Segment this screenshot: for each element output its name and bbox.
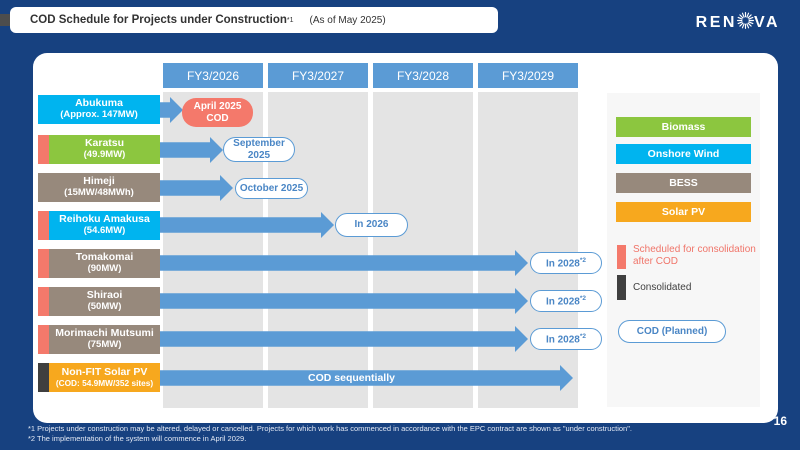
project-capacity: (75MW) [87, 339, 122, 351]
logo-text-left: REN [695, 14, 737, 31]
column-header-fy2028: FY3/2028 [373, 63, 473, 88]
consolidated-strip-nonfit [38, 363, 49, 392]
project-name: Himeji [83, 175, 115, 188]
project-capacity: (15MW/48MWh) [64, 187, 134, 199]
cod-pill-morimachi: In 2028*2 [530, 328, 602, 350]
project-label-reihoku-amakusa: Reihoku Amakusa (54.6MW) [49, 211, 160, 240]
project-name: Shiraoi [86, 289, 123, 302]
chart-panel: FY3/2026 FY3/2027 FY3/2028 FY3/2029 Abuk… [33, 53, 778, 423]
legend-consolidated-swatch [617, 275, 626, 300]
page-title: COD Schedule for Projects under Construc… [30, 14, 287, 26]
project-name: Karatsu [84, 137, 125, 150]
cod-planned-label: COD (Planned) [636, 325, 708, 337]
project-label-nonfit-solar: Non-FIT Solar PV (COD: 54.9MW/352 sites) [49, 363, 160, 392]
cod-pill-reihoku: In 2026 [335, 213, 408, 237]
project-capacity: (50MW) [87, 301, 122, 313]
consolidation-strip-tomakomai [38, 249, 49, 278]
legend-scheduled-label: Scheduled for consolidation after COD [633, 244, 756, 268]
consolidation-strip-karatsu [38, 135, 49, 164]
cod-line1: October 2025 [239, 182, 304, 194]
as-of-date: (As of May 2025) [309, 14, 386, 26]
cod-pill-tomakomai: In 2028*2 [530, 252, 602, 274]
column-header-fy2026: FY3/2026 [163, 63, 263, 88]
legend-cod-planned-pill: COD (Planned) [618, 320, 726, 343]
project-label-himeji: Himeji (15MW/48MWh) [38, 173, 160, 202]
column-band-fy2029 [478, 92, 578, 408]
project-capacity: (49.9MW) [83, 149, 126, 161]
consolidation-strip-morimachi [38, 325, 49, 354]
column-band-fy2028 [373, 92, 473, 408]
cod-line1: In 2028*2 [545, 332, 587, 346]
legend-scheduled-swatch [617, 245, 626, 269]
cod-footnote-marker: *2 [579, 294, 587, 302]
arrow-label: COD sequentially [308, 372, 395, 384]
legend-item-onshore-wind: Onshore Wind [616, 144, 751, 164]
cod-line2: COD [206, 112, 229, 124]
project-label-shiraoi: Shiraoi (50MW) [49, 287, 160, 316]
project-capacity: (90MW) [87, 263, 122, 275]
cod-footnote-marker: *2 [579, 256, 587, 264]
project-label-morimachi-mutsumi: Morimachi Mutsumi (75MW) [49, 325, 160, 354]
footnote-2: *2 The implementation of the system will… [28, 434, 247, 443]
consolidation-strip-shiraoi [38, 287, 49, 316]
legend-item-biomass: Biomass [616, 117, 751, 137]
project-name: Reihoku Amakusa [59, 213, 150, 226]
project-capacity: (Approx. 147MW) [60, 109, 138, 121]
project-name: Non-FIT Solar PV [61, 365, 148, 378]
cod-line2: 2025 [247, 149, 271, 161]
consolidation-strip-reihoku [38, 211, 49, 240]
cod-pill-karatsu: September 2025 [223, 137, 295, 162]
title-bar: COD Schedule for Projects under Construc… [10, 7, 498, 33]
cod-footnote-marker: *2 [579, 332, 587, 340]
project-capacity: (54.6MW) [83, 225, 126, 237]
project-label-tomakomai: Tomakomai (90MW) [49, 249, 160, 278]
cod-pill-himeji: October 2025 [235, 178, 308, 199]
title-footnote-marker: *1 [286, 16, 294, 24]
cod-line1: September [233, 138, 285, 150]
project-name: Tomakomai [75, 251, 134, 264]
footnote-1: *1 Projects under construction may be al… [28, 424, 632, 433]
cod-line1: April 2025 [193, 101, 242, 113]
sunburst-icon [736, 11, 754, 35]
legend-item-bess: BESS [616, 173, 751, 193]
project-name: Morimachi Mutsumi [55, 327, 154, 340]
legend-item-solar-pv: Solar PV [616, 202, 751, 222]
project-label-karatsu: Karatsu (49.9MW) [49, 135, 160, 164]
page-number: 16 [773, 414, 787, 428]
cod-line1: In 2026 [354, 219, 389, 231]
project-capacity: (COD: 54.9MW/352 sites) [55, 377, 154, 388]
project-label-abukuma: Abukuma (Approx. 147MW) [38, 95, 160, 124]
project-name: Abukuma [75, 97, 123, 110]
cod-line1: In 2028*2 [545, 256, 587, 270]
cod-line1: In 2028*2 [545, 294, 587, 308]
cod-pill-shiraoi: In 2028*2 [530, 290, 602, 312]
cod-pill-abukuma: April 2025 COD [182, 98, 253, 127]
legend-consolidated-label: Consolidated [633, 282, 692, 293]
column-header-fy2027: FY3/2027 [268, 63, 368, 88]
column-header-fy2029: FY3/2029 [478, 63, 578, 88]
renova-logo: REN [696, 11, 780, 35]
logo-text-right: VA [753, 14, 780, 31]
